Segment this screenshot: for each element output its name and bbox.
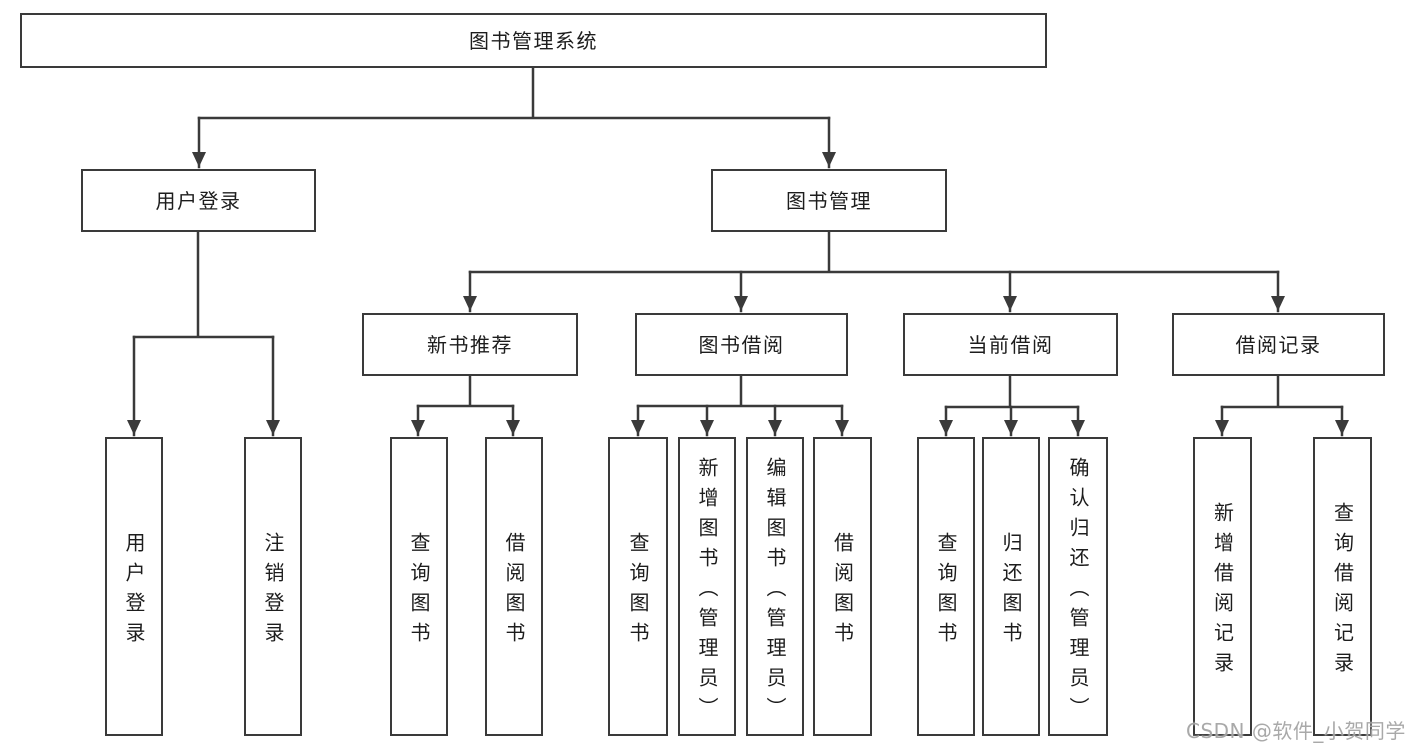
node-user-login: 用户登录 — [81, 169, 316, 232]
node-leaf-query-books-recommend: 查询图书 — [390, 437, 448, 736]
node-book-borrowing: 图书借阅 — [635, 313, 848, 376]
node-root-library-management-system: 图书管理系统 — [20, 13, 1047, 68]
node-borrowing-records: 借阅记录 — [1172, 313, 1385, 376]
node-leaf-confirm-return-admin: 确认归还（管理员） — [1048, 437, 1108, 736]
node-leaf-query-books-borrowing: 查询图书 — [608, 437, 668, 736]
node-new-book-recommend: 新书推荐 — [362, 313, 578, 376]
node-leaf-logout: 注销登录 — [244, 437, 302, 736]
node-leaf-add-borrow-record: 新增借阅记录 — [1193, 437, 1252, 736]
node-leaf-query-books-current: 查询图书 — [917, 437, 975, 736]
node-current-borrowing: 当前借阅 — [903, 313, 1118, 376]
node-leaf-borrow-books-recommend: 借阅图书 — [485, 437, 543, 736]
node-leaf-query-borrow-record: 查询借阅记录 — [1313, 437, 1372, 736]
node-leaf-add-books-admin: 新增图书（管理员） — [678, 437, 736, 736]
node-leaf-borrow-books: 借阅图书 — [813, 437, 872, 736]
node-leaf-user-login: 用户登录 — [105, 437, 163, 736]
node-leaf-return-books: 归还图书 — [982, 437, 1040, 736]
csdn-watermark: CSDN @软件_小贺同学 — [1186, 719, 1405, 743]
node-book-management: 图书管理 — [711, 169, 947, 232]
node-leaf-edit-books-admin: 编辑图书（管理员） — [746, 437, 804, 736]
